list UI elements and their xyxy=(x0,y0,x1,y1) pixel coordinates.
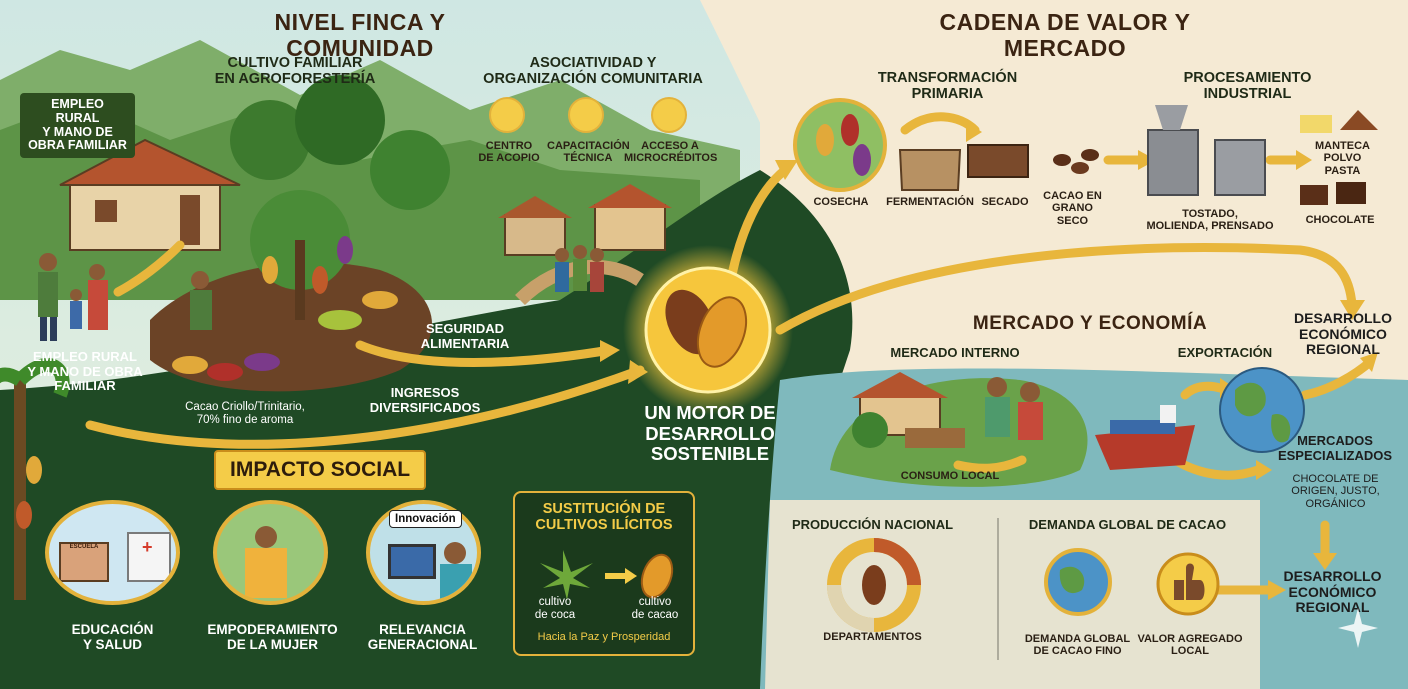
demanda-global-title: DEMANDA GLOBAL DE CACAO xyxy=(1028,517,1227,532)
farm-house xyxy=(59,138,241,251)
fermentacion-label: FERMENTACIÓN xyxy=(886,196,974,208)
production-donut xyxy=(827,538,921,632)
demanda-fino-label: DEMANDA GLOBAL DE CACAO FINO xyxy=(1024,633,1131,658)
sustitucion-panel: SUSTITUCIÓN DE CULTIVOS ILÍCITOS cultivo… xyxy=(513,491,695,656)
transformacion-label: TRANSFORMACIÓN PRIMARIA xyxy=(877,70,1018,103)
origen-label: CHOCOLATE DE ORIGEN, JUSTO, ORGÁNICO xyxy=(1291,473,1380,510)
storage-icon xyxy=(489,97,525,133)
cacao-pods-ground xyxy=(172,291,398,381)
relevancia-label: RELEVANCIA GENERACIONAL xyxy=(367,622,478,653)
procesamiento-label: PROCESAMIENTO INDUSTRIAL xyxy=(1183,70,1312,103)
agroforestry-trees xyxy=(230,75,450,320)
microcredit-icon xyxy=(651,97,687,133)
valor-agregado-label: VALOR AGREGADO LOCAL xyxy=(1137,633,1243,658)
consumo-local-label: CONSUMO LOCAL xyxy=(900,470,1000,482)
paz-label: Hacia la Paz y Prosperidad xyxy=(537,631,671,643)
innovacion-bubble: Innovación xyxy=(389,510,462,528)
processing-illustration xyxy=(793,98,1378,205)
chocolate-label: CHOCOLATE xyxy=(1305,214,1375,226)
departamentos-label: DEPARTAMENTOS xyxy=(823,631,922,643)
family-figures xyxy=(38,245,604,341)
tostado-label: TOSTADO, MOLIENDA, PRENSADO xyxy=(1146,208,1274,233)
impacto-social-title: IMPACTO SOCIAL xyxy=(214,450,427,490)
cultivo-label: CULTIVO FAMILIAR EN AGROFORESTERÍA xyxy=(214,55,376,88)
educacion-label: EDUCACIÓN Y SALUD xyxy=(71,622,154,653)
capacitacion-label: CAPACITACIÓN TÉCNICA xyxy=(547,140,630,165)
asociatividad-label: ASOCIATIVIDAD Y ORGANIZACIÓN COMUNITARIA xyxy=(483,55,703,88)
cargo-ship xyxy=(1095,405,1195,470)
mercado-interno-label: MERCADO INTERNO xyxy=(890,345,1020,360)
microcreditos-label: ACCESO A MICROCRÉDITOS xyxy=(624,140,718,165)
especializados-label: MERCADOS ESPECIALIZADOS xyxy=(1277,433,1393,463)
desarrollo-regional-bottom: DESARROLLO ECONÓMICO REGIONAL xyxy=(1283,568,1382,616)
market-illustration xyxy=(852,372,1043,448)
exportacion-label: EXPORTACIÓN xyxy=(1177,345,1273,360)
empoderamiento-label: EMPODERAMIENTO DE LA MUJER xyxy=(207,622,338,653)
finca-title: NIVEL FINCA Y COMUNIDAD xyxy=(274,9,446,61)
education-health-image: ESCUELA + xyxy=(45,500,180,605)
demand-globe xyxy=(1044,548,1112,616)
motor-label: UN MOTOR DE DESARROLLO SOSTENIBLE xyxy=(644,402,776,465)
cadena-title: CADENA DE VALOR Y MERCADO xyxy=(939,9,1191,61)
secado-label: SECADO xyxy=(981,196,1029,208)
women-image xyxy=(213,500,328,605)
productos-label: MANTECA POLVO PASTA xyxy=(1315,140,1370,177)
seguridad-label: SEGURIDAD ALIMENTARIA xyxy=(420,321,510,351)
cacao-crop-label: cultivo de cacao xyxy=(631,596,679,621)
sustitucion-title: SUSTITUCIÓN DE CULTIVOS ILÍCITOS xyxy=(535,501,673,534)
globe-illustration xyxy=(1219,367,1305,453)
cosecha-label: COSECHA xyxy=(813,196,869,208)
generation-image xyxy=(366,500,481,605)
banana-plant xyxy=(0,358,70,600)
centro-acopio-label: CENTRO DE ACOPIO xyxy=(478,140,540,165)
empleo-label: EMPLEO RURAL Y MANO DE OBRA FAMILIAR xyxy=(27,349,143,394)
ingresos-label: INGRESOS DIVERSIFICADOS xyxy=(369,385,481,415)
coca-label: cultivo de coca xyxy=(534,596,576,621)
school-sign: ESCUELA xyxy=(69,544,99,550)
produccion-nacional-label: PRODUCCIÓN NACIONAL xyxy=(791,517,954,532)
farm-soil xyxy=(150,262,433,392)
health-cross-icon: + xyxy=(142,537,153,557)
thumbs-up-icon xyxy=(1156,552,1220,616)
substitution-icons xyxy=(540,550,674,600)
grano-label: CACAO EN GRANO SECO xyxy=(1043,190,1102,227)
empleo-badge: EMPLEO RURAL Y MANO DE OBRA FAMILIAR xyxy=(20,93,135,158)
cacao-type-label: Cacao Criollo/Trinitario, 70% fino de ar… xyxy=(185,401,305,426)
mercado-title: MERCADO Y ECONOMÍA xyxy=(972,313,1208,334)
desarrollo-regional-top: DESARROLLO ECONÓMICO REGIONAL xyxy=(1294,310,1392,358)
training-icon xyxy=(568,97,604,133)
